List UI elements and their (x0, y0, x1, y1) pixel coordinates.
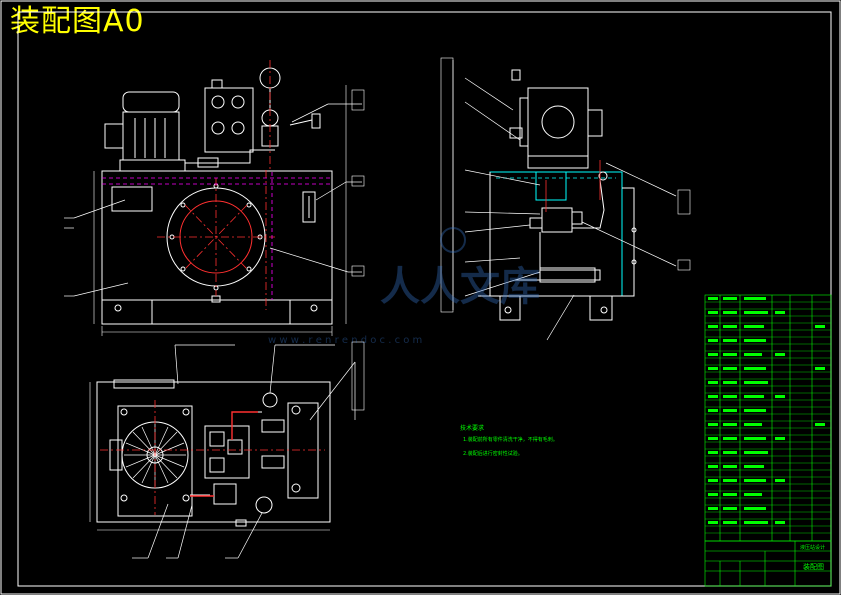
valve-block-top (204, 425, 250, 479)
level-gauge-top (287, 402, 319, 499)
notes-line-1: 1.装配前所有零件清洗干净，不得有毛刺。 (463, 436, 558, 443)
balloon-numbers-column (351, 57, 691, 411)
technical-notes: 技术要求 1.装配前所有零件清洗干净，不得有毛刺。 2.装配后进行密封性试验。 (460, 424, 558, 457)
valve-block-side (541, 207, 573, 233)
nameplate (111, 186, 153, 212)
drawing-title: 装配图A0 (10, 4, 145, 39)
tank-top (96, 381, 331, 523)
title-block (704, 540, 832, 587)
notes-line-2: 2.装配后进行密封性试验。 (463, 450, 523, 457)
watermark: 人人文库 w w w . r e n r e n d o c . c o m (268, 227, 540, 346)
title-block-project: 液压站设计 (800, 544, 825, 551)
part-leaders (64, 60, 677, 559)
watermark-brand: 人人文库 (380, 264, 540, 310)
front-view (101, 67, 333, 325)
parts-list-rows (705, 301, 831, 534)
level-gauge (302, 191, 316, 223)
notes-heading: 技术要求 (460, 424, 484, 432)
title-block-drawing-name: 装配图 (803, 562, 824, 571)
top-view (96, 379, 331, 527)
parts-list-entries (708, 297, 825, 524)
motor-side (527, 87, 589, 157)
valve-stack-front (204, 87, 254, 153)
watermark-url: w w w . r e n r e n d o c . c o m (268, 335, 422, 346)
motor-front (122, 111, 180, 161)
parts-list-table (704, 294, 832, 542)
side-view (478, 69, 637, 321)
tank-front (101, 170, 333, 325)
gauge-top (255, 496, 273, 514)
